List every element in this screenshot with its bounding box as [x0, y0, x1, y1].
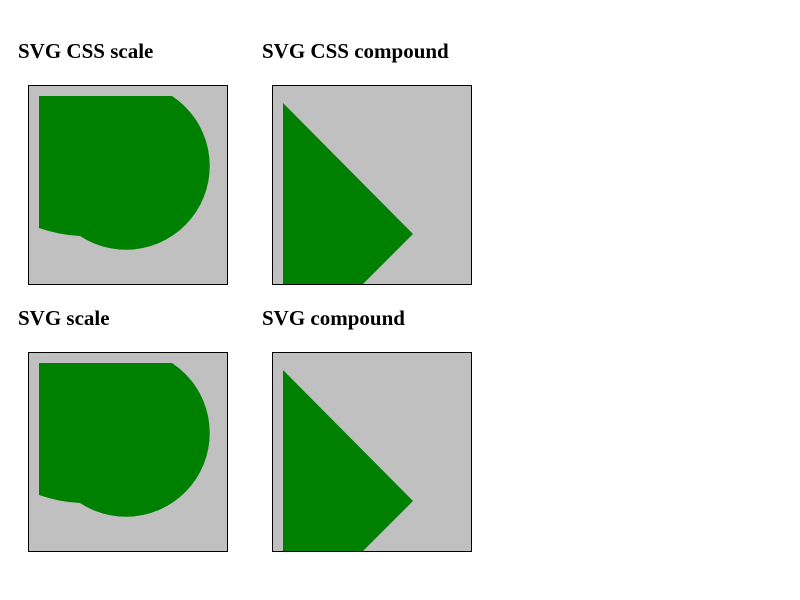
- panel-svg-compound: SVG compound: [262, 306, 492, 556]
- test-svg: [283, 103, 413, 284]
- test-box: [272, 85, 472, 285]
- panel-svg-scale: SVG scale: [18, 306, 248, 556]
- panel-svg-css-compound: SVG CSS compound: [262, 39, 492, 289]
- triangle-shape: [283, 103, 413, 284]
- half-disc-shape: [39, 96, 210, 250]
- panel-svg-css-scale: SVG CSS scale: [18, 39, 248, 289]
- panel-heading: SVG CSS compound: [262, 39, 449, 63]
- test-svg: [283, 370, 413, 551]
- test-box: [28, 85, 228, 285]
- test-svg: [39, 363, 210, 517]
- test-box: [272, 352, 472, 552]
- triangle-shape: [283, 370, 413, 551]
- half-disc-shape: [39, 363, 210, 517]
- test-box: [28, 352, 228, 552]
- test-svg: [39, 96, 210, 250]
- panel-heading: SVG compound: [262, 306, 405, 330]
- panel-heading: SVG CSS scale: [18, 39, 154, 63]
- panel-heading: SVG scale: [18, 306, 110, 330]
